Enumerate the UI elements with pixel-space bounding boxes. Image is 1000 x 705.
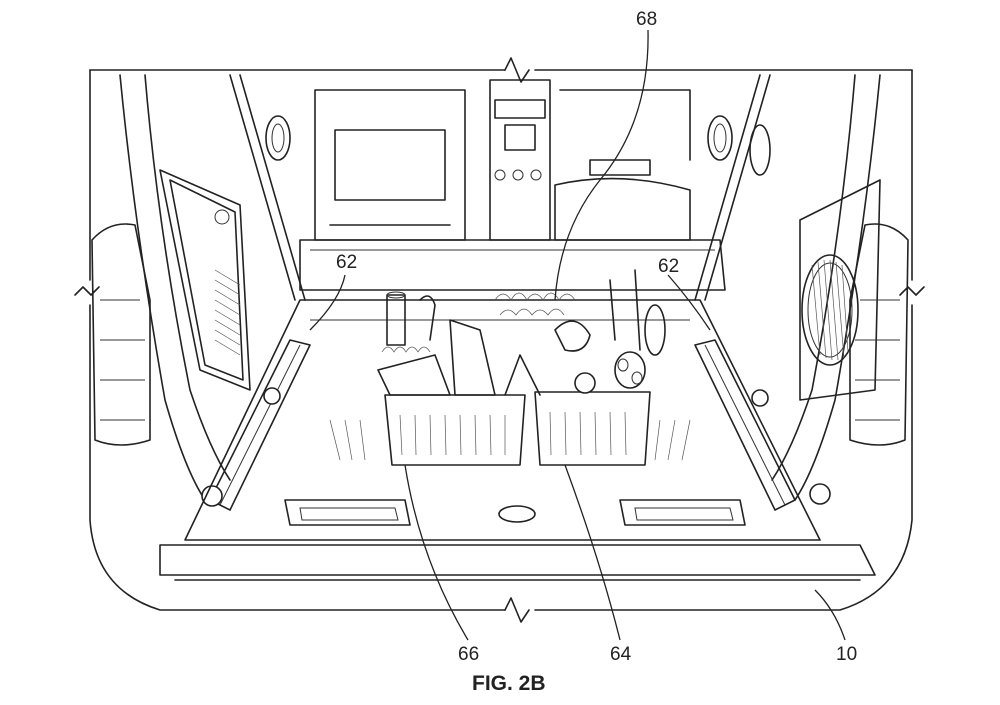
vehicle-interior xyxy=(299,79,726,291)
vehicle-opening-frame xyxy=(74,57,925,623)
cargo-floor xyxy=(159,299,876,581)
cargo-rails xyxy=(201,339,831,511)
storage-bin-left xyxy=(377,291,526,466)
left-pillar xyxy=(91,74,306,501)
leader-62-right xyxy=(667,274,711,331)
leader-66 xyxy=(404,464,469,641)
storage-bin-right xyxy=(494,269,666,466)
right-rail-fastener-lower xyxy=(809,483,831,505)
leader-64 xyxy=(564,464,621,641)
right-rail-fastener-upper xyxy=(751,389,769,407)
leader-10 xyxy=(814,589,846,641)
leader-68 xyxy=(554,29,649,301)
left-rail-fastener-lower xyxy=(201,485,223,507)
leader-62-left xyxy=(309,274,346,331)
right-pillar xyxy=(694,74,909,501)
label-66: 66 xyxy=(458,644,479,665)
figure-caption: FIG. 2B xyxy=(472,672,546,695)
left-rail-fastener-upper xyxy=(263,387,281,405)
leader-lines xyxy=(309,29,846,641)
label-64: 64 xyxy=(610,644,632,665)
label-10: 10 xyxy=(836,644,857,665)
label-68: 68 xyxy=(636,9,657,30)
label-62-right: 62 xyxy=(658,256,679,277)
label-62-left: 62 xyxy=(336,252,357,273)
